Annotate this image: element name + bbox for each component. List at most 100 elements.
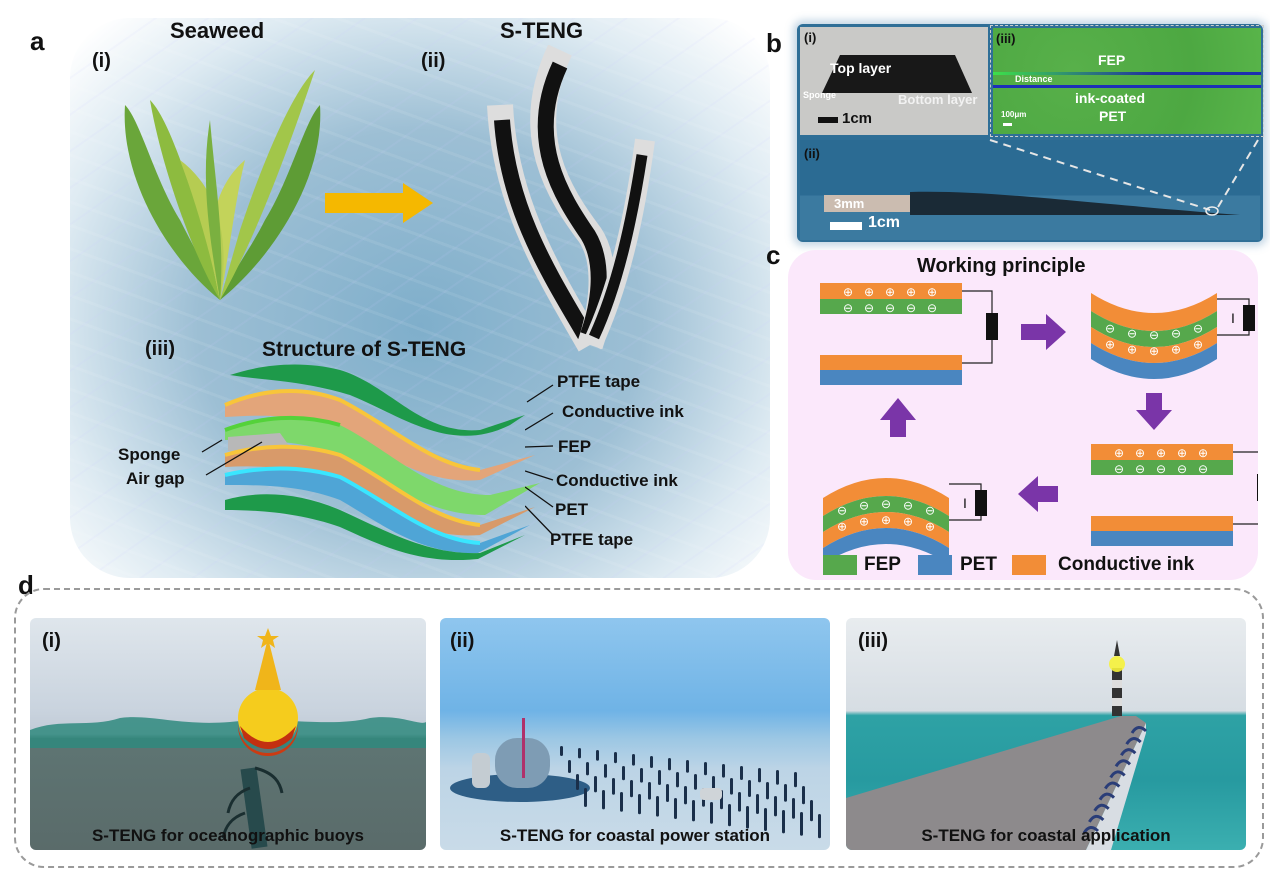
negative-charge: ⊖	[1105, 322, 1115, 336]
panel-b-iii-label: (iii)	[996, 31, 1016, 46]
teng-unit	[728, 804, 731, 827]
teng-unit	[748, 780, 751, 797]
negative-charge: ⊖	[906, 301, 916, 315]
teng-unit	[818, 814, 821, 839]
teng-unit	[776, 770, 779, 785]
ink-coated-label: ink-coated	[1075, 90, 1146, 106]
fep-layer	[823, 496, 949, 532]
breakwater-teng-blade	[1082, 826, 1100, 834]
teng-unit	[648, 782, 651, 800]
sponge-sample	[824, 195, 914, 212]
panel-b-ii-photo: (ii) 3mm 1cm	[800, 139, 1260, 240]
teng-unit	[722, 764, 725, 778]
teng-unit	[746, 806, 749, 829]
teng-unit	[612, 778, 615, 795]
legend-label-fep: FEP	[864, 554, 901, 575]
breakwater-illustration	[846, 640, 1148, 850]
conductive-ink-layer	[820, 355, 962, 370]
breakwater-teng-blade	[1120, 748, 1137, 757]
layer-conductive-ink-top	[225, 390, 535, 481]
teng-unit	[640, 768, 643, 783]
steng-layer-stack	[224, 364, 540, 560]
scale-bar-ii	[830, 222, 862, 230]
panel-d-iii-label: (iii)	[858, 630, 888, 652]
positive-charge: ⊕	[864, 285, 874, 299]
positive-charge: ⊕	[885, 285, 895, 299]
conductive-ink-layer	[1091, 516, 1233, 531]
teng-unit	[730, 778, 733, 795]
teng-unit	[692, 800, 695, 822]
positive-charge: ⊕	[1105, 338, 1115, 352]
teng-unit	[794, 772, 797, 788]
teng-unit	[758, 768, 761, 783]
buoy-illustration	[30, 628, 426, 849]
breakwater-teng-blade	[1088, 814, 1105, 823]
negative-charge: ⊖	[1156, 462, 1166, 476]
teng-unit	[784, 784, 787, 802]
scale-bar-i	[818, 117, 838, 123]
pet-layer	[1091, 343, 1217, 379]
sponge-photo-label: Sponge	[803, 90, 836, 100]
negative-charge: ⊖	[903, 499, 913, 513]
state-2-pressed	[1091, 293, 1255, 379]
load-resistor	[1257, 474, 1258, 501]
positive-charge: ⊕	[1149, 344, 1159, 358]
breakwater-teng-blade	[1130, 726, 1148, 734]
conductive-ink-layer	[1091, 444, 1233, 460]
air-gap-label: Air gap	[126, 469, 185, 488]
teng-unit	[704, 762, 707, 776]
panel-b-i-photo: (i) Top layer Sponge Bottom layer 1cm	[800, 27, 988, 135]
teng-unit	[576, 774, 579, 790]
teng-unit	[738, 792, 741, 812]
conductive-ink-layer	[1091, 293, 1217, 331]
teng-unit	[740, 766, 743, 780]
panel-c-letter: c	[766, 240, 781, 270]
buoy-scene: (i)	[30, 618, 426, 850]
state-1-separated	[820, 283, 998, 385]
teng-unit	[764, 808, 767, 831]
sponge-label: Sponge	[118, 445, 181, 464]
breakwater-teng-blade	[1109, 770, 1126, 779]
scale-label-ii: 1cm	[868, 214, 901, 231]
fep-layer	[1091, 311, 1217, 347]
conductive-ink-layer	[823, 478, 949, 516]
teng-unit	[792, 798, 795, 819]
teng-unit	[614, 752, 617, 764]
positive-charge: ⊕	[1198, 446, 1208, 460]
conductive-ink-layer	[1091, 327, 1217, 363]
negative-charge: ⊖	[843, 301, 853, 315]
load-resistor	[1243, 305, 1255, 331]
pet-layer	[823, 528, 949, 564]
teng-unit	[578, 748, 581, 759]
negative-charge: ⊖	[1127, 326, 1137, 340]
arrow-up	[880, 398, 916, 437]
positive-charge: ⊕	[1156, 446, 1166, 460]
seaweed-title: Seaweed	[170, 18, 265, 43]
teng-unit	[568, 760, 571, 773]
positive-charge: ⊕	[859, 515, 869, 529]
negative-charge: ⊖	[1193, 322, 1203, 336]
negative-charge: ⊖	[925, 503, 935, 517]
teng-unit	[560, 746, 563, 756]
positive-charge: ⊕	[843, 285, 853, 299]
panel-a-ocean-background	[70, 18, 770, 578]
negative-charge: ⊖	[1171, 326, 1181, 340]
power-station-illustration	[450, 718, 821, 839]
teng-unit	[710, 802, 713, 824]
fep-layer	[1091, 460, 1233, 475]
zoom-dashed-lines	[989, 139, 1259, 216]
panel-a-ii-label: (ii)	[421, 50, 446, 72]
scale-label-i: 1cm	[842, 110, 873, 127]
teng-unit	[800, 812, 803, 836]
negative-charge: ⊖	[864, 301, 874, 315]
positive-charge: ⊕	[881, 513, 891, 527]
pet-micrograph-label: PET	[1099, 108, 1127, 124]
teng-unit	[656, 796, 659, 817]
legend-swatch-pet	[918, 555, 952, 575]
teng-unit	[666, 784, 669, 802]
negative-charge: ⊖	[881, 497, 891, 511]
teng-unit	[596, 750, 599, 761]
fep-interface-line	[993, 72, 1261, 75]
circuit-wire	[1233, 451, 1258, 525]
positive-charge: ⊕	[1171, 342, 1181, 356]
